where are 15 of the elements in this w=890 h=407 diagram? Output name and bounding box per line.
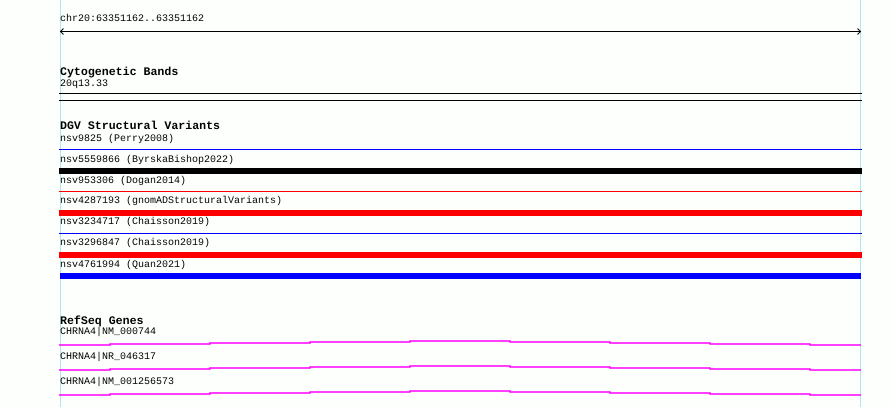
feature-label: nsv953306 (Dogan2014): [60, 176, 186, 188]
feature-label: nsv3296847 (Chaisson2019): [60, 238, 210, 250]
cytoband-label: 20q13.33: [60, 79, 108, 91]
feature-label: nsv3234717 (Chaisson2019): [60, 217, 210, 229]
feature-label: nsv5559866 (ByrskaBishop2022): [60, 155, 234, 167]
feature-label: nsv4761994 (Quan2021): [60, 260, 186, 272]
feature-label: nsv4287193 (gnomADStructuralVariants): [60, 196, 282, 208]
track-title: Cytogenetic Bands: [60, 66, 178, 79]
coordinate-label: chr20:63351162..63351162: [60, 14, 204, 26]
track-title: DGV Structural Variants: [60, 120, 220, 133]
track-title: RefSeq Genes: [60, 315, 144, 328]
gene-label: CHRNA4|NM_000744: [60, 327, 156, 339]
gene-label: CHRNA4|NR_046317: [60, 352, 156, 364]
feature-label: nsv9825 (Perry2008): [60, 134, 174, 146]
gene-label: CHRNA4|NM_001256573: [60, 377, 174, 389]
